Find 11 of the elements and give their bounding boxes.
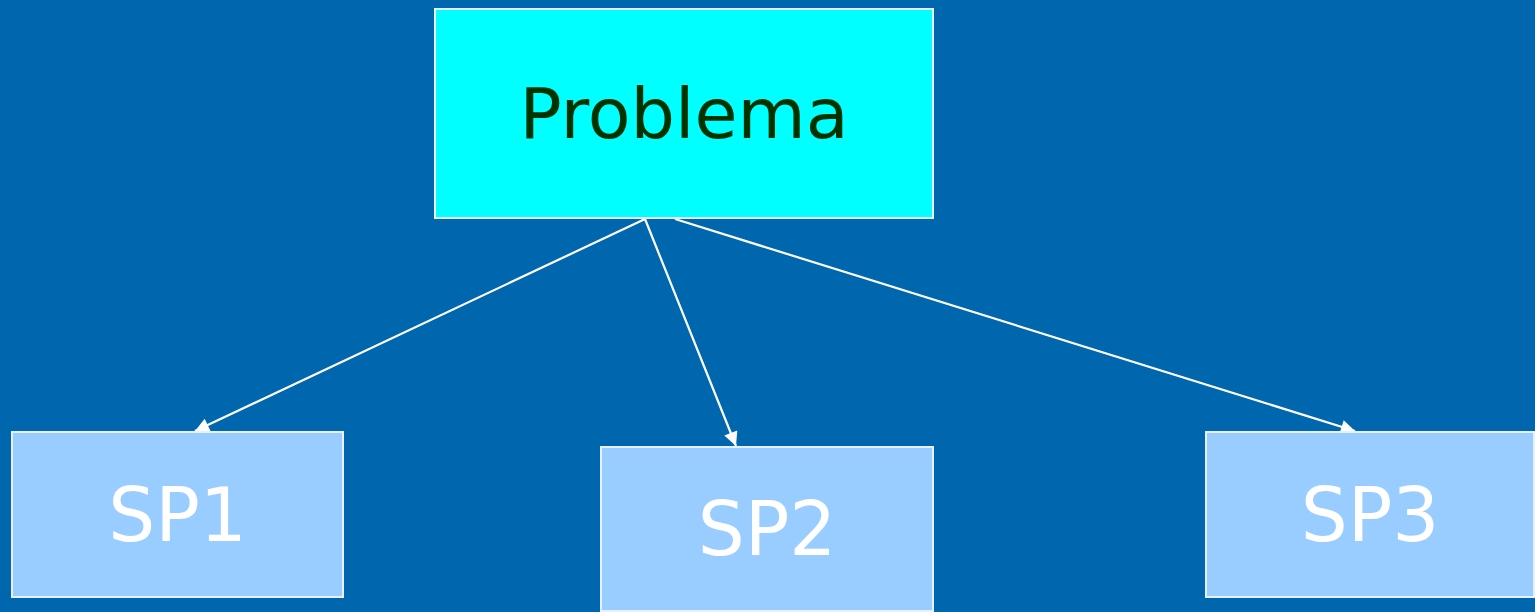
subproblem-box — [11, 431, 344, 598]
arrow — [674, 217, 1356, 434]
node-label: SP1 — [108, 471, 247, 558]
arrow — [643, 218, 738, 447]
subproblem-box — [1205, 431, 1535, 598]
node-label: SP3 — [1300, 471, 1440, 558]
node-label: SP2 — [697, 486, 837, 572]
problem-box — [434, 8, 934, 219]
node-label: Problema — [519, 72, 849, 155]
arrow — [194, 218, 646, 432]
subproblem-box — [600, 446, 934, 612]
